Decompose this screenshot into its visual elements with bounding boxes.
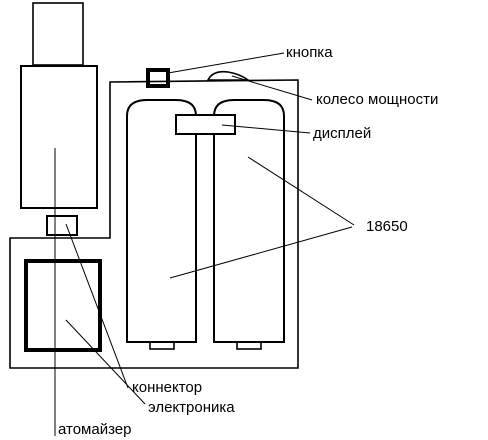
label-connector: коннектор — [132, 379, 202, 396]
leader-battery-right — [247, 156, 355, 226]
fire-button — [146, 68, 170, 88]
leader-display — [221, 124, 311, 134]
label-atomizer: атомайзер — [58, 421, 131, 438]
connector-block — [46, 215, 78, 236]
leader-connector — [65, 223, 129, 389]
display-panel — [175, 114, 236, 135]
label-display: дисплей — [313, 125, 371, 142]
battery-right-terminal — [236, 341, 262, 350]
label-button: кнопка — [286, 44, 333, 61]
atomizer-tank — [20, 65, 98, 209]
battery-left-terminal — [149, 341, 175, 350]
label-power-wheel: колесо мощности — [316, 91, 438, 108]
leader-button — [167, 52, 285, 74]
battery-left — [126, 99, 197, 343]
battery-right — [213, 99, 285, 343]
label-electronics: электроника — [148, 399, 235, 416]
leader-power-wheel — [231, 75, 313, 101]
label-battery: 18650 — [366, 218, 408, 235]
atomizer-drip-tip — [32, 2, 84, 66]
power-wheel — [206, 70, 251, 81]
leader-electronics — [65, 319, 146, 405]
electronics-board — [24, 259, 102, 352]
leader-battery-left — [169, 226, 353, 279]
mod-housing — [9, 79, 299, 369]
